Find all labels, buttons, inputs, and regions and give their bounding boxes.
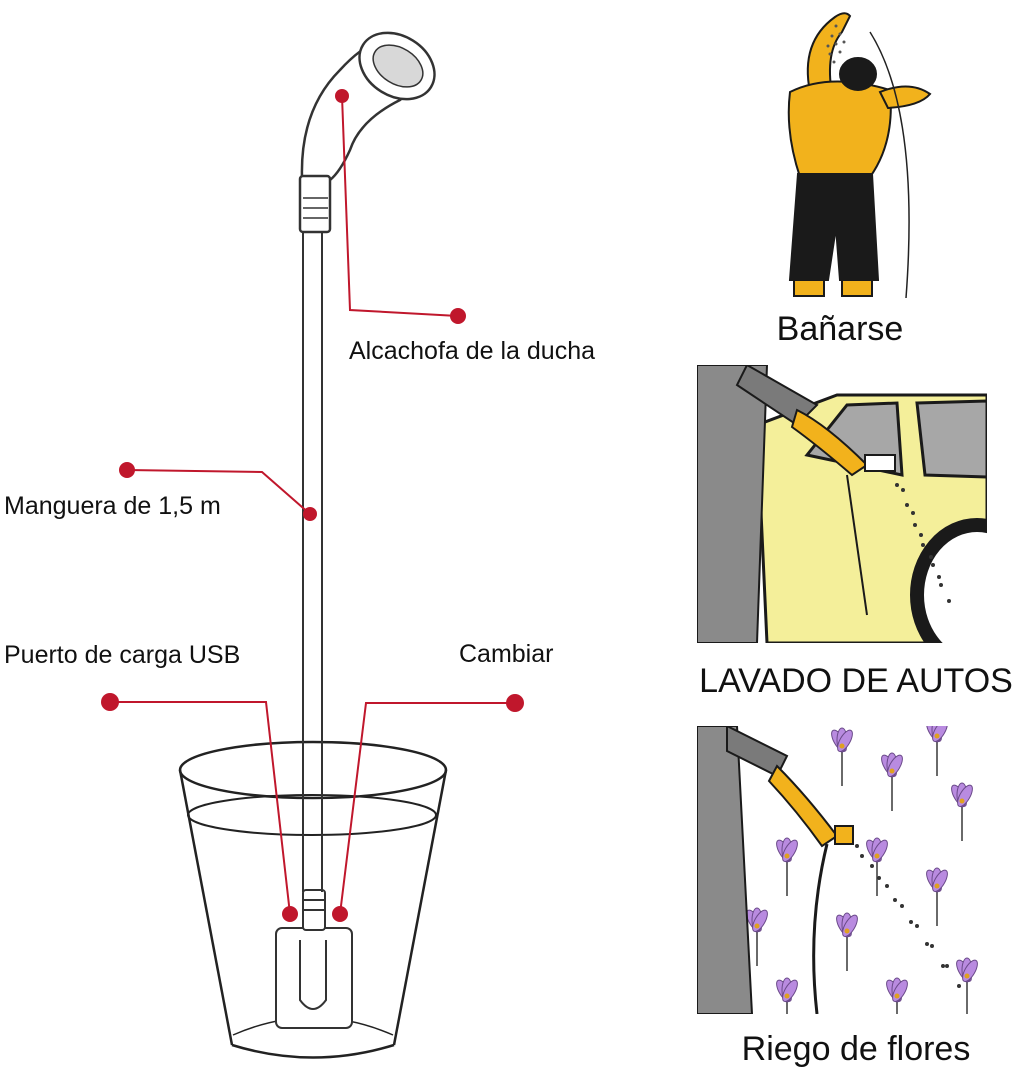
hose <box>302 230 323 892</box>
shower-diagram <box>101 31 524 1059</box>
pump-unit <box>275 889 353 1029</box>
hose-dot <box>303 507 317 521</box>
flower-watering-illustration <box>697 726 995 1014</box>
switch-dot <box>332 906 348 922</box>
flower-icon <box>881 752 903 811</box>
flower-icon <box>886 977 908 1014</box>
flower-icon <box>926 726 948 776</box>
bathing-caption: Bañarse <box>776 310 904 348</box>
flower-icon <box>866 837 888 896</box>
switch-label: Cambiar <box>459 640 554 668</box>
hose-label: Manguera de 1,5 m <box>4 492 221 520</box>
shower-head-label: Alcachofa de la ducha <box>349 337 596 365</box>
flower-icon <box>926 867 948 926</box>
flower-icon <box>746 907 768 966</box>
usb-port-label: Puerto de carga USB <box>4 641 241 669</box>
flower-icon <box>836 912 858 971</box>
callout-dots <box>101 89 524 922</box>
hose-end-dot <box>119 462 135 478</box>
usb-port-dot <box>282 906 298 922</box>
flower-icon <box>956 957 978 1014</box>
flower-watering-caption: Riego de flores <box>741 1030 971 1068</box>
car-washing-caption: LAVADO DE AUTOS <box>699 662 1013 700</box>
shower-head-dot <box>335 89 349 103</box>
switch-end-dot <box>506 694 524 712</box>
bathing-illustration <box>787 12 932 298</box>
flowers <box>746 726 978 1014</box>
flower-icon <box>776 837 798 896</box>
shower-head-end-dot <box>450 308 466 324</box>
usb-end-dot <box>101 693 119 711</box>
car-washing-illustration <box>697 365 987 643</box>
bucket <box>178 740 448 1059</box>
flower-icon <box>776 977 798 1014</box>
flower-icon <box>951 782 973 841</box>
callout-lines <box>110 95 515 915</box>
flower-icon <box>831 727 853 786</box>
shower-head <box>298 31 436 234</box>
